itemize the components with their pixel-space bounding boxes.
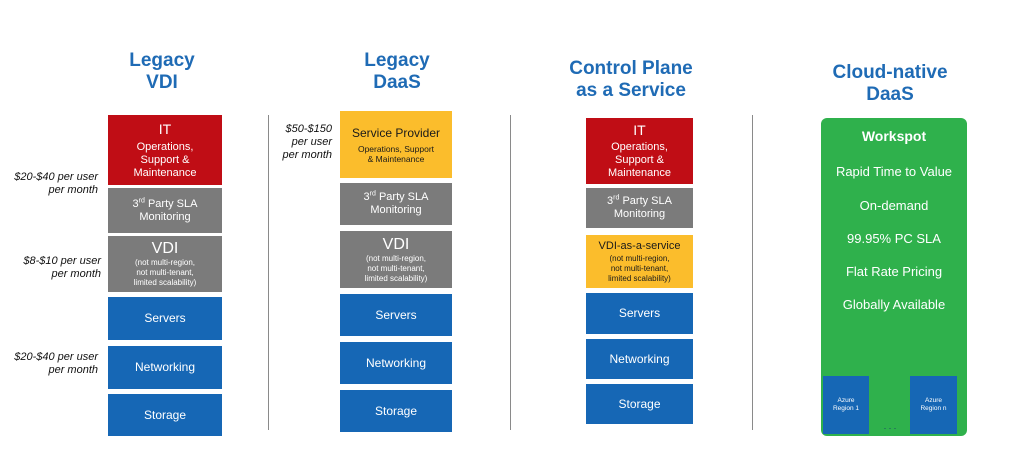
- legacy-vdi-sla-box: 3rd Party SLA Monitoring: [108, 188, 222, 233]
- legacy-vdi-price-top: $20-$40 per user per month: [14, 171, 98, 196]
- servers-label: Servers: [375, 307, 417, 322]
- it-title: IT: [158, 120, 172, 137]
- networking-label: Networking: [134, 360, 196, 374]
- control-plane-storage-box: Storage: [586, 384, 693, 424]
- sla-label: 3rd Party SLA Monitoring: [363, 190, 429, 216]
- legacy-vdi-storage-box: Storage: [108, 394, 222, 436]
- vdi-title: VDI: [151, 240, 179, 257]
- workspot-panel: Workspot Rapid Time to Value On-demand 9…: [821, 118, 967, 436]
- it-title: IT: [633, 122, 646, 138]
- azure-region-n: Azure Region n: [910, 376, 957, 434]
- azure-region-1: Azure Region 1: [823, 376, 869, 434]
- it-subtitle: Operations, Support & Maintenance: [608, 141, 671, 179]
- sla-label: 3rd Party SLA Monitoring: [607, 194, 672, 220]
- service-provider-subtitle: Operations, Support & Maintenance: [357, 143, 435, 164]
- workspot-feature: Rapid Time to Value: [835, 164, 953, 179]
- vdi-subtitle: (not multi-region, not multi-tenant, lim…: [133, 258, 197, 287]
- legacy-daas-service-provider-box: Service Provider Operations, Support & M…: [340, 111, 452, 178]
- control-plane-sla-box: 3rd Party SLA Monitoring: [586, 188, 693, 228]
- vdiaas-subtitle: (not multi-region, not multi-tenant, lim…: [608, 253, 671, 283]
- sla-label: 3rd Party SLA Monitoring: [132, 196, 198, 223]
- legacy-vdi-price-bottom: $20-$40 per user per month: [14, 351, 98, 376]
- it-subtitle: Operations, Support & Maintenance: [133, 140, 197, 179]
- vdi-title: VDI: [382, 235, 410, 253]
- servers-label: Servers: [144, 311, 186, 325]
- storage-label: Storage: [374, 403, 418, 418]
- divider-3: [752, 115, 753, 430]
- divider-1: [268, 115, 269, 430]
- networking-label: Networking: [365, 355, 427, 370]
- cloud-native-daas-title: Cloud-native DaaS: [832, 62, 948, 105]
- workspot-title: Workspot: [861, 128, 927, 144]
- vdiaas-title: VDI-as-a-service: [598, 239, 681, 252]
- workspot-feature: Globally Available: [842, 297, 946, 312]
- storage-label: Storage: [143, 407, 187, 422]
- legacy-daas-networking-box: Networking: [340, 342, 452, 384]
- legacy-vdi-servers-box: Servers: [108, 297, 222, 340]
- control-plane-servers-box: Servers: [586, 293, 693, 334]
- storage-label: Storage: [618, 396, 661, 411]
- networking-label: Networking: [609, 351, 670, 366]
- vdi-subtitle: (not multi-region, not multi-tenant, lim…: [364, 253, 428, 283]
- workspot-feature: On-demand: [859, 198, 929, 213]
- control-plane-title: Control Plane as a Service: [569, 58, 693, 101]
- divider-2: [510, 115, 511, 430]
- service-provider-title: Service Provider: [351, 125, 441, 140]
- legacy-vdi-title: Legacy VDI: [129, 50, 195, 93]
- legacy-vdi-price-mid: $8-$10 per user per month: [23, 255, 101, 280]
- legacy-daas-servers-box: Servers: [340, 294, 452, 336]
- workspot-feature: Flat Rate Pricing: [845, 264, 943, 279]
- legacy-daas-storage-box: Storage: [340, 390, 452, 432]
- legacy-daas-vdi-box: VDI (not multi-region, not multi-tenant,…: [340, 231, 452, 288]
- servers-label: Servers: [618, 306, 661, 320]
- control-plane-it-box: IT Operations, Support & Maintenance: [586, 118, 693, 184]
- control-plane-networking-box: Networking: [586, 339, 693, 379]
- legacy-daas-price: $50-$150 per user per month: [282, 123, 332, 161]
- control-plane-vdiaas-box: VDI-as-a-service (not multi-region, not …: [586, 235, 693, 288]
- legacy-vdi-vdi-box: VDI (not multi-region, not multi-tenant,…: [108, 236, 222, 292]
- legacy-daas-sla-box: 3rd Party SLA Monitoring: [340, 183, 452, 225]
- legacy-vdi-it-box: IT Operations, Support & Maintenance: [108, 115, 222, 185]
- legacy-vdi-networking-box: Networking: [108, 346, 222, 389]
- legacy-daas-title: Legacy DaaS: [364, 50, 430, 93]
- workspot-feature: 99.95% PC SLA: [847, 231, 941, 246]
- region-ellipsis: . . .: [883, 421, 897, 431]
